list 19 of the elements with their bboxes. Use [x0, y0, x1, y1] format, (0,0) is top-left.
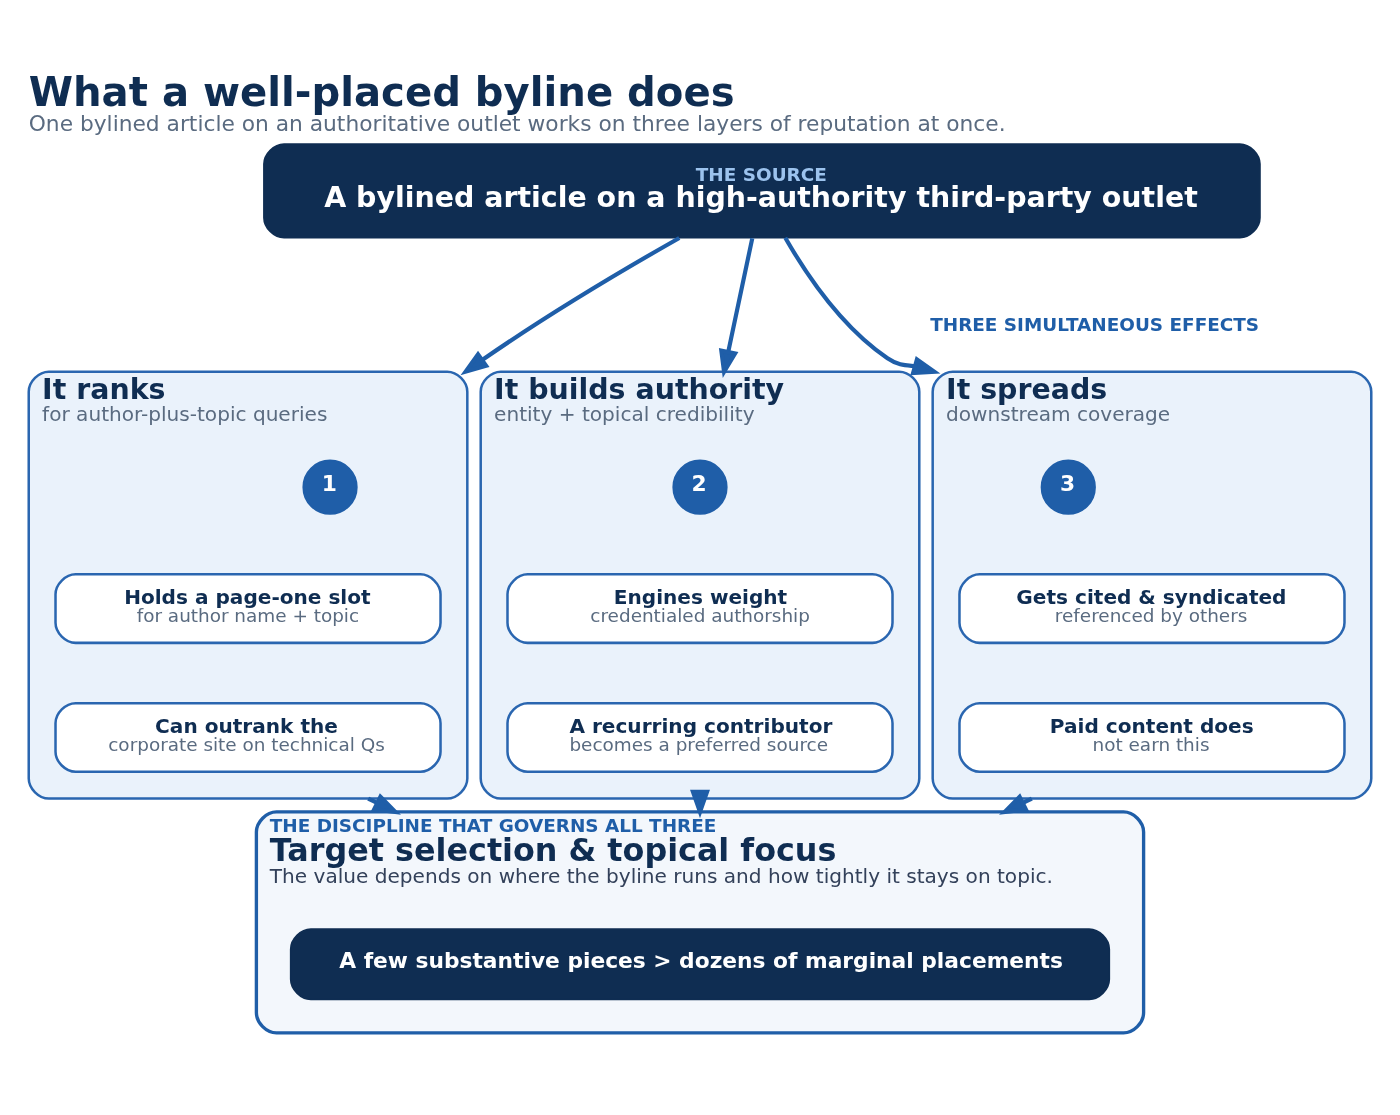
node-box: Holds a page-one slot for author name + topic [54, 573, 442, 645]
node-circle: 1 [302, 459, 358, 515]
node-box: Gets cited & syndicated referenced by others [958, 573, 1346, 645]
arrow [460, 236, 681, 376]
node-box: Engines weight credentialed authorship [506, 573, 894, 645]
node-box: Paid content does not earn this [958, 701, 1346, 774]
node-circle: 2 [672, 459, 728, 515]
arrow [367, 793, 401, 815]
label: THREE SIMULTANEOUS EFFECTS [930, 314, 1260, 336]
arrow [690, 789, 710, 819]
arrow [718, 237, 755, 378]
node-circle: 3 [1040, 459, 1096, 515]
node-box: THE SOURCE A bylined article on a high-authority third-party outlet [263, 143, 1261, 239]
arrow [783, 236, 941, 376]
node-box: A recurring contributor becomes a preferred source [506, 701, 894, 774]
node-box: Can outrank the corporate site on technical Qs [54, 701, 442, 774]
node-box: A few substantive pieces > dozens of marginal placements [289, 928, 1111, 1001]
arrow [999, 793, 1033, 815]
diagram-title: What a well-placed byline does [28, 68, 735, 115]
